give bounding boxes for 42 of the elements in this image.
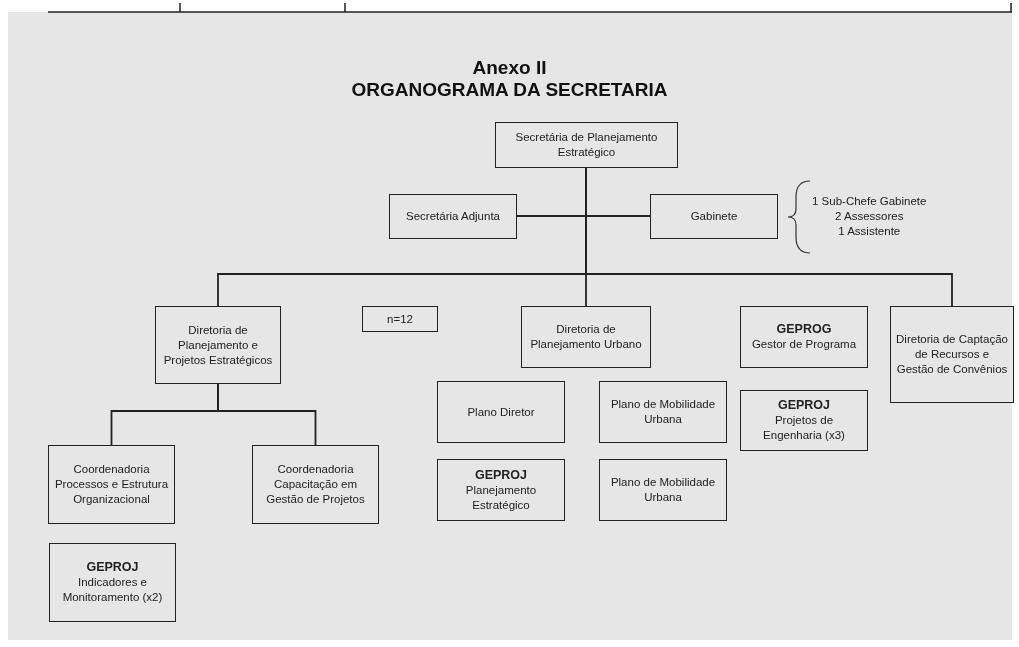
org-box xyxy=(599,459,727,521)
unit-name: Secretária Adjunta xyxy=(406,209,500,224)
unit-name: Secretária de Planejamento Estratégico xyxy=(514,130,659,160)
org-box xyxy=(437,459,565,521)
unit-name: Coordenadoria Capacitação em Gestão de Projetos xyxy=(265,462,366,507)
unit-code: GEPROJ xyxy=(474,467,528,483)
unit-code: GEPROG xyxy=(776,322,832,337)
unit-name: Coordenadoria Processos e Estrutura Organizacional xyxy=(53,462,170,507)
annex-label: Anexo II xyxy=(472,57,547,79)
connector-line xyxy=(217,383,317,446)
unit-code: GEPROJ xyxy=(86,560,139,575)
staff-note: 1 Sub-Chefe Gabinete xyxy=(812,194,927,209)
chart-title: ORGANOGRAMA DA SECRETARIA xyxy=(351,79,668,101)
unit-name: Diretoria de Planejamento e Projetos Estratégicos xyxy=(162,322,274,368)
org-box xyxy=(650,194,778,239)
unit-code: GEPROJ xyxy=(777,398,831,413)
unit-name: n=12 xyxy=(387,311,413,327)
org-box xyxy=(890,306,1014,403)
org-box xyxy=(252,445,379,524)
unit-name: Plano de Mobilidade Urbana xyxy=(609,397,717,427)
org-box xyxy=(495,122,678,168)
org-box xyxy=(599,381,727,443)
staff-note: 2 Assessores xyxy=(834,209,905,224)
unit-name: Projetos de Engenharia (x3) xyxy=(762,413,846,443)
unit-name: Plano Diretor xyxy=(467,404,535,420)
org-box xyxy=(49,543,176,622)
org-box xyxy=(437,381,565,443)
staff-note: 1 Assistente xyxy=(837,224,902,239)
unit-name: Diretoria de Captação de Recursos e Gestão de Convênios xyxy=(895,332,1009,377)
unit-name: Diretoria de Planejamento Urbano xyxy=(529,322,643,352)
unit-name: Gestor de Programa xyxy=(751,337,857,352)
org-box xyxy=(740,306,868,368)
org-box xyxy=(155,306,281,384)
unit-name: Gabinete xyxy=(690,209,738,224)
unit-name: Planejamento Estratégico xyxy=(464,482,538,513)
org-box xyxy=(48,445,175,524)
org-box xyxy=(362,306,438,332)
unit-name: Plano de Mobilidade Urbana xyxy=(609,475,717,505)
org-box xyxy=(389,194,517,239)
org-box xyxy=(521,306,651,368)
unit-name: Indicadores e Monitoramento (x2) xyxy=(61,575,164,605)
org-box xyxy=(740,390,868,451)
